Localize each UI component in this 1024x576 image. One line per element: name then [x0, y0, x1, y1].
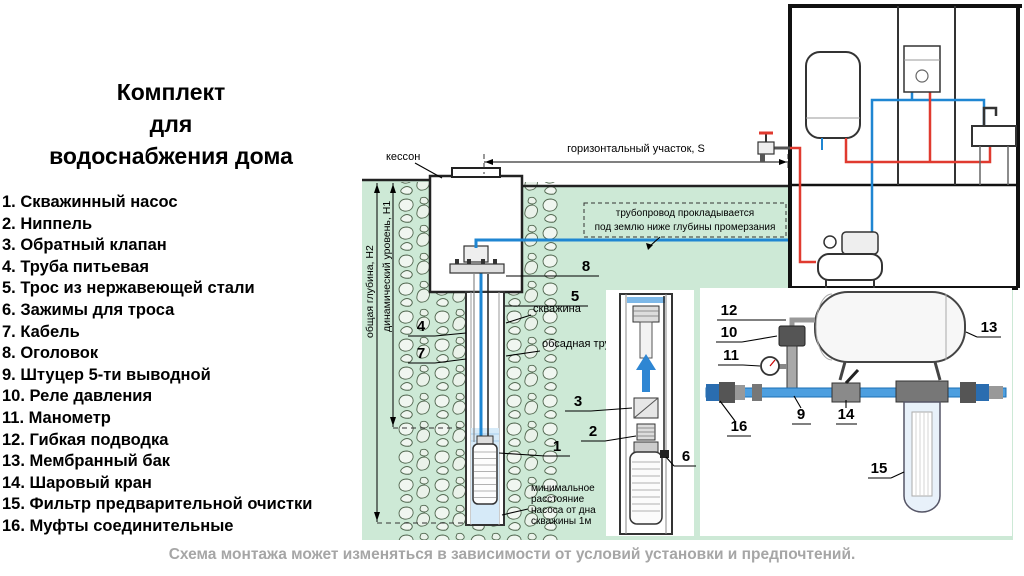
parts-list: 1. Скважинный насос 2. Ниппель 3. Обратн…: [2, 192, 312, 538]
five-way-fitting: [786, 345, 798, 393]
ball-valve: [831, 368, 861, 403]
callout-10: 10: [716, 324, 778, 343]
pre-filter: [895, 380, 949, 513]
pump-detail-view: [606, 290, 694, 536]
outdoor-tap: [757, 131, 790, 162]
total-depth-label: общая глубина, Н2: [364, 245, 376, 338]
svg-text:13: 13: [981, 319, 998, 336]
boiler-unit: [903, 45, 941, 93]
parts-list-item: 11. Манометр: [2, 408, 111, 427]
footer-note: Схема монтажа может изменяться в зависим…: [168, 546, 856, 563]
svg-text:8: 8: [582, 258, 590, 275]
caisson-label: кессон: [386, 151, 443, 179]
surface-detail-view: [700, 288, 1012, 536]
callout-8: 8: [506, 258, 599, 277]
pump-body: [629, 451, 663, 525]
parts-list-item: 2. Ниппель: [2, 214, 93, 233]
depth-dimension-h2: общая глубина, Н2: [364, 183, 466, 524]
svg-text:11: 11: [723, 347, 739, 364]
svg-text:4: 4: [417, 318, 426, 335]
parts-list-item: 9. Штуцер 5-ти выводной: [2, 365, 211, 384]
parts-list-item: 16. Муфты соединительные: [2, 516, 234, 535]
coupling-right: [960, 382, 1003, 403]
svg-text:2: 2: [589, 423, 597, 440]
callout-4: 4: [408, 318, 467, 337]
pipeline-note-line: под землю ниже глубины промерзания: [595, 221, 776, 233]
pump-station: [817, 231, 883, 288]
callout-2: 2: [581, 423, 637, 442]
parts-list-item: 7. Кабель: [2, 322, 80, 341]
svg-text:12: 12: [721, 302, 738, 319]
parts-list-item: 3. Обратный клапан: [2, 236, 167, 255]
svg-text:15: 15: [871, 460, 888, 477]
flow-arrow-icon: [636, 354, 656, 392]
callout-14: 14: [836, 400, 857, 425]
svg-text:кессон: кессон: [386, 151, 420, 163]
callout-12: 12: [717, 302, 786, 321]
callout-16: 16: [719, 400, 751, 437]
faucet: [982, 106, 998, 126]
callout-7: 7: [408, 345, 467, 364]
parts-list-item: 1. Скважинный насос: [2, 193, 178, 211]
callout-5: 5: [505, 288, 588, 307]
svg-text:14: 14: [838, 406, 855, 423]
parts-list-item: 15. Фильтр предварительной очистки: [2, 495, 313, 514]
parts-list-item: 6. Зажимы для троса: [2, 300, 175, 319]
callout-11: 11: [718, 347, 761, 367]
callout-13: 13: [965, 319, 1001, 338]
svg-text:5: 5: [571, 288, 579, 305]
membrane-tank: [814, 291, 966, 381]
horizontal-section-label: горизонтальный участок, S: [567, 143, 705, 155]
page-title: Комплект для водоснабжения дома: [8, 76, 334, 172]
svg-text:3: 3: [574, 393, 582, 410]
water-heater: [805, 51, 861, 150]
casing-label: обсадная труба: [505, 338, 623, 357]
svg-text:насоса от дна: насоса от дна: [531, 505, 596, 516]
parts-list-item: 8. Оголовок: [2, 344, 99, 363]
sink: [971, 106, 1017, 185]
svg-text:7: 7: [417, 345, 425, 362]
svg-text:10: 10: [721, 324, 738, 341]
title-line: Комплект: [116, 79, 226, 105]
parts-list-item: 4. Труба питьевая: [2, 257, 150, 276]
parts-list-item: 5. Трос из нержавеющей стали: [2, 279, 255, 298]
pipeline-note-line: трубопровод прокладывается: [616, 207, 754, 219]
cable-clamp: [660, 450, 669, 458]
title-line: для: [149, 111, 193, 137]
svg-text:минимальное: минимальное: [531, 483, 595, 494]
pipeline-note: трубопровод прокладывается под землю ниж…: [583, 202, 787, 250]
dynamic-level-dimension-h1: динамический уровень, Н1: [381, 183, 466, 429]
wellhead: [449, 245, 505, 274]
flexible-hose: [789, 317, 815, 328]
parts-list-item: 13. Мембранный бак: [2, 452, 171, 471]
callout-3: 3: [565, 393, 633, 412]
svg-text:скважины 1м: скважины 1м: [531, 516, 591, 527]
dynamic-level-label: динамический уровень, Н1: [381, 201, 393, 332]
well-lines: [473, 272, 489, 446]
callout-9: 9: [792, 395, 811, 425]
horizontal-dimension: горизонтальный участок, S: [483, 143, 789, 174]
well-pump: [472, 435, 498, 505]
title-line: водоснабжения дома: [49, 143, 293, 169]
svg-text:9: 9: [797, 406, 805, 423]
pressure-gauge: [760, 356, 787, 376]
svg-text:расстояние: расстояние: [531, 494, 585, 505]
pressure-relay: [778, 325, 806, 347]
callout-15: 15: [868, 460, 905, 479]
svg-text:6: 6: [682, 448, 690, 465]
coupling-left: [706, 382, 762, 403]
parts-list-item: 14. Шаровый кран: [2, 473, 152, 492]
min-distance-note: минимальное расстояние насоса от дна скв…: [501, 483, 596, 527]
parts-list-item: 12. Гибкая подводка: [2, 430, 169, 449]
callout-1: 1: [498, 438, 570, 457]
svg-text:обсадная труба: обсадная труба: [542, 338, 623, 350]
parts-list-item: 10. Реле давления: [2, 387, 153, 406]
svg-text:1: 1: [553, 438, 561, 455]
svg-text:16: 16: [731, 418, 748, 435]
callout-6: 6: [665, 448, 696, 467]
